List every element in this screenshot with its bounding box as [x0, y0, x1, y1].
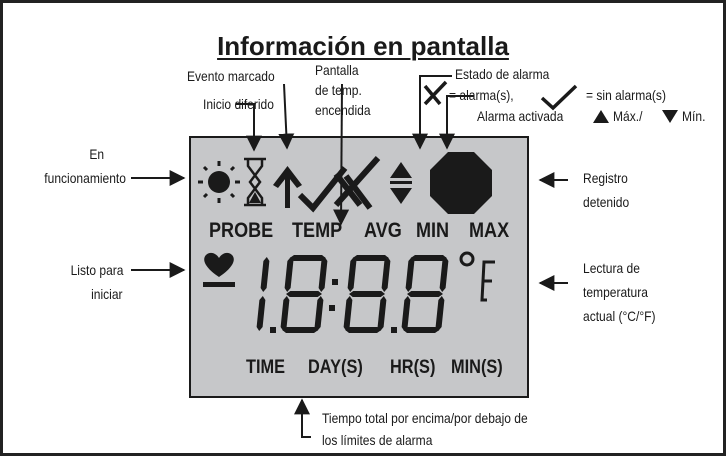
- lcd-label-probe: PROBE: [209, 219, 274, 242]
- up-arrow-icon: [273, 166, 302, 208]
- label-tiempo-total-2: los límites de alarma: [322, 432, 433, 448]
- alarm-x-icon: [333, 156, 381, 210]
- label-lectura-2: temperatura: [583, 284, 648, 300]
- label-tiempo-total-1: Tiempo total por encima/por debajo de: [322, 410, 528, 426]
- lcd-label-max: MAX: [469, 219, 510, 242]
- arrow-alarma-activada: [439, 95, 474, 150]
- lcd-segment: [345, 327, 382, 333]
- lcd-segment: [284, 257, 294, 292]
- lcd-segment: [343, 296, 353, 331]
- lcd-segment: [280, 296, 290, 331]
- lcd-label-days: DAY(S): [308, 357, 363, 378]
- label-listo-iniciar-2: iniciar: [91, 286, 123, 302]
- lcd-label-time: TIME: [246, 357, 286, 378]
- lcd-segment: [318, 257, 328, 292]
- lcd-segment: [410, 255, 447, 261]
- label-en-funcionamiento-2: funcionamiento: [44, 170, 126, 186]
- lcd-segment: [435, 296, 445, 331]
- label-lectura-1: Lectura de: [583, 260, 640, 276]
- degree-symbol: [459, 251, 475, 267]
- callout-arrows: [131, 75, 568, 438]
- up-down-arrows-icon: [390, 162, 412, 204]
- label-alarma-check-legend: = sin alarma(s): [586, 87, 666, 103]
- lcd-segment: [401, 296, 411, 331]
- label-listo-iniciar-1: Listo para: [70, 262, 123, 278]
- label-alarma-activada: Alarma activada: [477, 108, 564, 124]
- legend-max-triangle-icon: [593, 110, 609, 123]
- lcd-segment: [314, 296, 324, 331]
- lcd-label-temp: TEMP: [292, 219, 343, 242]
- label-registro-detenido-1: Registro: [583, 170, 628, 186]
- lcd-segment: [377, 296, 387, 331]
- lcd-dot: [270, 327, 276, 333]
- minus-segment: [203, 282, 235, 287]
- lcd-label-hrs: HR(S): [390, 357, 436, 378]
- lcd-segment: [289, 255, 326, 261]
- lcd-segment: [286, 291, 322, 297]
- lcd-segment: [260, 257, 270, 292]
- label-en-funcionamiento-1: En: [89, 146, 104, 162]
- legend-check-icon: [540, 84, 578, 111]
- stop-octagon-icon: [430, 152, 492, 214]
- arrow-inicio-diferido: [236, 103, 262, 152]
- lcd-dot: [329, 305, 335, 311]
- lcd-segment: [405, 257, 415, 292]
- label-pantalla-temp-3: encendida: [315, 102, 371, 118]
- lcd-label-min: MIN: [416, 219, 450, 242]
- check-icon: [297, 166, 348, 213]
- label-estado-alarma: Estado de alarma: [455, 66, 550, 82]
- arrow-evento-marcado: [278, 83, 295, 150]
- lcd-segment: [381, 257, 391, 292]
- lcd-label-avg: AVG: [364, 219, 402, 242]
- label-max: Máx./: [613, 108, 643, 124]
- lcd-segment: [439, 257, 449, 292]
- label-inicio-diferido: Inicio diferido: [203, 96, 274, 112]
- unit-segment-glyph: [480, 260, 495, 302]
- lcd-segment: [352, 255, 389, 261]
- arrow-tiempo-total: [294, 398, 311, 438]
- lcd-label-mins: MIN(S): [451, 357, 503, 378]
- legend-x-icon: [423, 80, 448, 106]
- heart-icon: [204, 252, 234, 277]
- legend-min-triangle-icon: [662, 110, 678, 123]
- lcd-dot: [332, 279, 338, 285]
- label-evento-marcado: Evento marcado: [187, 68, 275, 84]
- seven-segment-display: [256, 255, 449, 333]
- label-alarma-x-legend: = alarma(s),: [449, 87, 514, 103]
- label-pantalla-temp-1: Pantalla: [315, 62, 359, 78]
- label-pantalla-temp-2: de temp.: [315, 82, 362, 98]
- lcd-segment: [282, 327, 319, 333]
- lcd-segment: [347, 257, 357, 292]
- arrow-pantalla-temp: [333, 83, 350, 226]
- lcd-segment: [407, 291, 443, 297]
- label-registro-detenido-2: detenido: [583, 194, 630, 210]
- arrow-estado-alarma: [412, 75, 452, 150]
- hourglass-icon: [244, 157, 266, 207]
- lcd-dot: [391, 327, 397, 333]
- lcd-segment: [403, 327, 440, 333]
- label-lectura-3: actual (°C/°F): [583, 308, 656, 324]
- lcd-segment: [256, 296, 266, 331]
- label-min: Mín.: [682, 108, 706, 124]
- lcd-segment: [349, 291, 385, 297]
- sun-icon: [198, 161, 240, 203]
- page-title: Información en pantalla: [217, 31, 509, 61]
